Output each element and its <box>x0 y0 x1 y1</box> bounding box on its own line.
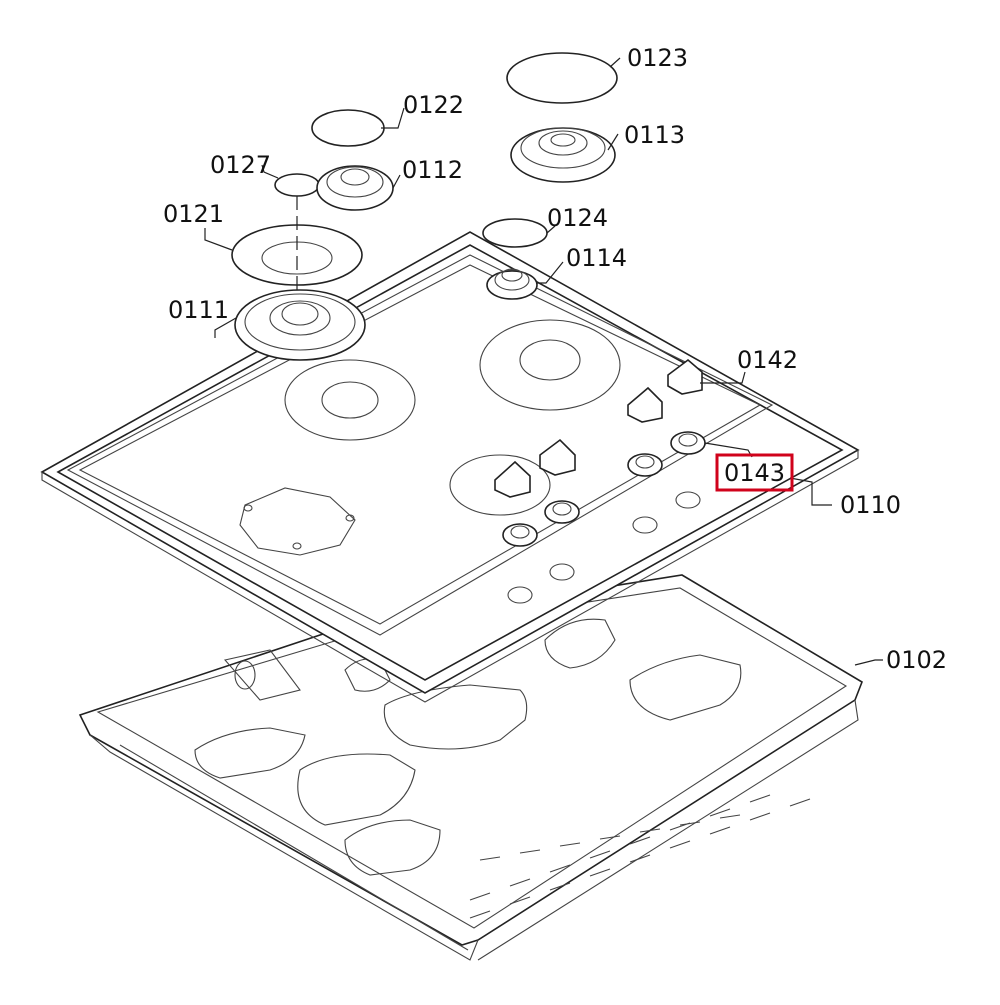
highlight-box-0143 <box>715 453 794 492</box>
knob-seals <box>502 431 706 547</box>
label-0121: 0121 <box>163 200 224 228</box>
burner-aux <box>482 218 548 300</box>
label-0142: 0142 <box>737 346 798 374</box>
label-0114: 0114 <box>566 244 627 272</box>
label-0110: 0110 <box>840 491 901 519</box>
label-0127: 0127 <box>210 151 271 179</box>
label-0122: 0122 <box>403 91 464 119</box>
part-labels: 0123 0113 0122 0127 0112 0121 0124 0114 … <box>163 44 947 674</box>
burner-medium <box>311 109 394 211</box>
label-0111: 0111 <box>168 296 229 324</box>
label-0123: 0123 <box>627 44 688 72</box>
label-0124: 0124 <box>547 204 608 232</box>
valve-caps <box>494 358 703 498</box>
label-0112: 0112 <box>402 156 463 184</box>
burner-large <box>506 52 618 183</box>
label-0102: 0102 <box>886 646 947 674</box>
label-0113: 0113 <box>624 121 685 149</box>
label-0143: 0143 <box>724 459 785 487</box>
burner-left <box>231 173 366 361</box>
